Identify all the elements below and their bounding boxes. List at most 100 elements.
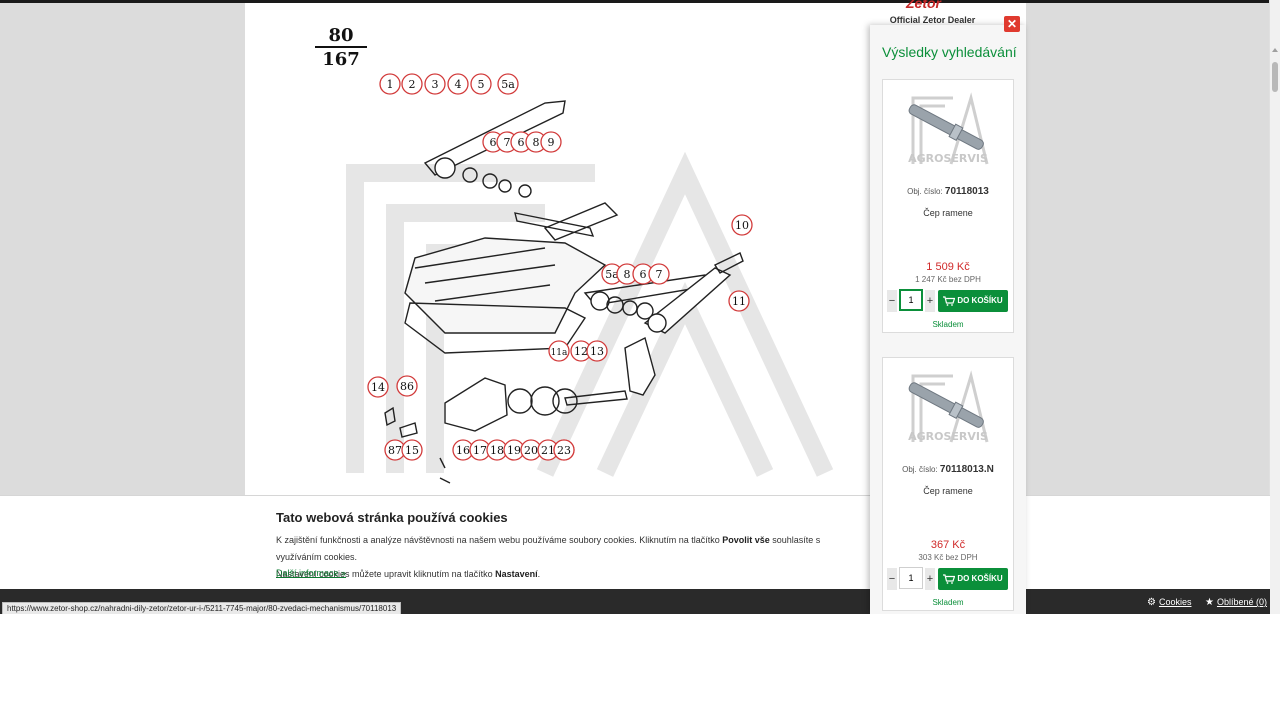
cookie-text-part: Nastavení cookies můžete upravit kliknut… <box>276 569 496 579</box>
qty-input[interactable] <box>899 567 923 589</box>
product-price: 367 Kč <box>930 539 966 551</box>
qty-decrease-button[interactable]: − <box>887 568 897 590</box>
star-icon: ★ <box>1205 597 1214 608</box>
cart-icon <box>943 574 956 584</box>
callout-label: 7 <box>656 268 663 281</box>
callout-circle <box>379 73 401 95</box>
cookie-text-part: souhlasíte s využíváním cookies. <box>276 535 821 562</box>
callout-label: 18 <box>490 444 504 457</box>
callout-label: 2 <box>409 78 416 91</box>
product-code-label: Obj. číslo: <box>902 465 938 474</box>
callout-label: 9 <box>548 136 555 149</box>
callout-label: 11 <box>732 295 746 308</box>
callout-label: 6 <box>518 136 525 149</box>
callout-label: 10 <box>735 219 749 232</box>
product-card[interactable]: AGROSERVIS Obj. číslo: 70118013 Čep rame… <box>882 79 1014 333</box>
mechanism-drawing <box>384 100 744 484</box>
product-card[interactable]: AGROSERVIS Obj. číslo: 70118013.N Čep ra… <box>882 357 1014 611</box>
cookie-more-info-link[interactable]: Další informace » <box>276 568 347 578</box>
footer-bar: https://www.zetor-shop.cz/nahradni-dily-… <box>0 589 1270 614</box>
callout-circle <box>470 73 492 95</box>
svg-text:167: 167 <box>322 49 360 70</box>
callout-label: 23 <box>557 444 571 457</box>
callout-circle <box>401 73 423 95</box>
product-code-value: 70118013 <box>944 186 989 197</box>
search-results-panel: Výsledky vyhledávání AGROSERVIS Obj. čís… <box>870 25 1026 614</box>
cookie-text-part: K zajištění funkčnosti a analýze návštěv… <box>276 535 723 545</box>
zetor-logo: Zetor <box>906 0 941 11</box>
callout-label: 8 <box>533 136 540 149</box>
page-scrollbar[interactable] <box>1269 0 1280 614</box>
agroservis-watermark-icon: AGROSERVIS <box>908 92 989 165</box>
callout-label: 14 <box>371 381 385 394</box>
callout-label: 86 <box>400 380 414 393</box>
scroll-up-arrow-icon[interactable] <box>1272 48 1278 52</box>
product-image[interactable]: AGROSERVIS <box>883 80 1013 178</box>
callout-label: 21 <box>541 444 555 457</box>
product-image[interactable]: AGROSERVIS <box>883 358 1013 456</box>
cookie-banner: Tato webová stránka používá cookies K za… <box>0 495 1270 590</box>
parts-diagram: 80 167 <box>245 3 870 503</box>
dealer-badge: Zetor Official Zetor Dealer <box>870 0 1026 25</box>
callout-label: 6 <box>640 268 647 281</box>
callout-label: 3 <box>432 78 439 91</box>
product-price-no-vat: 303 Kč bez DPH <box>918 553 978 562</box>
cart-icon <box>943 296 956 306</box>
callout-circle <box>540 131 562 153</box>
stock-status: Skladem <box>932 320 964 329</box>
product-price-no-vat: 1 247 Kč bez DPH <box>915 275 981 284</box>
stock-status: Skladem <box>932 598 964 607</box>
callout-label: 11a <box>551 348 568 358</box>
callout-circle <box>424 73 446 95</box>
close-icon[interactable]: ✕ <box>1004 16 1020 32</box>
product-name[interactable]: Čep ramene <box>923 486 973 496</box>
callout-label: 19 <box>507 444 521 457</box>
callout-label: 5a <box>501 78 515 91</box>
qty-input[interactable] <box>899 289 923 311</box>
qty-increase-button[interactable]: + <box>925 290 935 312</box>
callout-label: 1 <box>387 78 394 91</box>
add-to-cart-button[interactable]: DO KOŠÍKU <box>938 290 1008 312</box>
add-to-cart-label: DO KOŠÍKU <box>957 296 1003 305</box>
callout-label: 7 <box>504 136 511 149</box>
callout-circle <box>447 73 469 95</box>
callout-circle <box>367 376 389 398</box>
callout-circle <box>497 73 519 95</box>
fraction-label: 80 167 <box>315 25 367 70</box>
product-code: Obj. číslo: 70118013 <box>883 186 1013 197</box>
callout-label: 12 <box>574 345 588 358</box>
callout-label: 13 <box>590 345 604 358</box>
product-code-value: 70118013.N <box>939 464 994 475</box>
callout-circle <box>586 340 608 362</box>
callout-label: 15 <box>405 444 419 457</box>
callout-label: 87 <box>388 444 402 457</box>
callout-label: 5a <box>605 268 619 281</box>
panel-title: Výsledky vyhledávání <box>882 44 1017 60</box>
footer-cookies-link[interactable]: ⚙Cookies <box>1147 597 1191 608</box>
parts-diagram-drawing: 80 167 <box>315 25 834 484</box>
qty-increase-button[interactable]: + <box>925 568 935 590</box>
cookie-title: Tato webová stránka používá cookies <box>276 510 508 525</box>
watermark-logo <box>346 151 834 477</box>
callout-label: 16 <box>456 444 470 457</box>
callout-circle <box>548 340 570 362</box>
svg-text:AGROSERVIS: AGROSERVIS <box>908 430 988 443</box>
cookie-allow-all-mention: Povolit vše <box>722 535 770 545</box>
footer-favorites-label: Oblíbené (0) <box>1216 597 1267 607</box>
callout-circle <box>396 375 418 397</box>
cookie-text: K zajištění funkčnosti a analýze návštěv… <box>276 532 856 583</box>
callout-circle <box>728 290 750 312</box>
callout-circle <box>401 439 423 461</box>
add-to-cart-button[interactable]: DO KOŠÍKU <box>938 568 1008 590</box>
callout-circle <box>553 439 575 461</box>
cookie-settings-mention: Nastavení <box>495 569 538 579</box>
agroservis-watermark-icon: AGROSERVIS <box>908 370 989 443</box>
callout-label: 5 <box>478 78 485 91</box>
callout-circle <box>731 214 753 236</box>
footer-favorites-link[interactable]: ★Oblíbené (0) <box>1205 597 1267 608</box>
cookie-icon: ⚙ <box>1147 597 1156 608</box>
product-name[interactable]: Čep ramene <box>923 208 973 218</box>
qty-decrease-button[interactable]: − <box>887 290 897 312</box>
scroll-thumb[interactable] <box>1272 62 1278 92</box>
